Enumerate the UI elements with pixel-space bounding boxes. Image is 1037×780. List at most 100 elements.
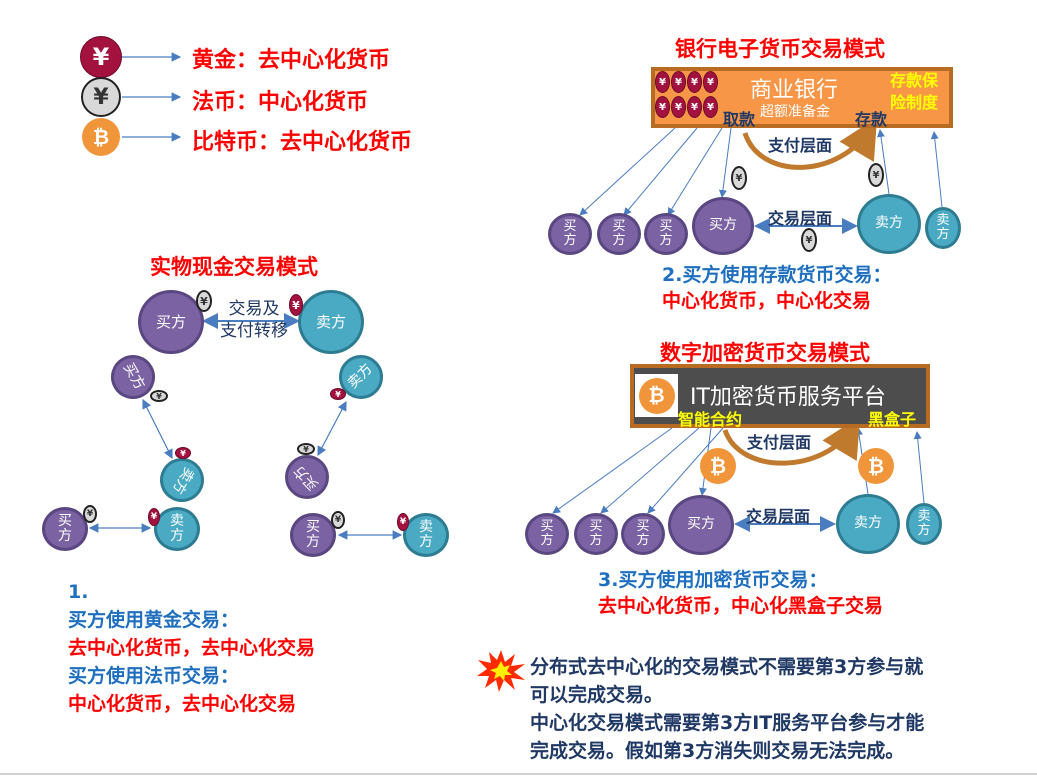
- node-label: 买方: [306, 518, 320, 550]
- node-label: 卖方: [875, 215, 903, 232]
- gold-yuan-coin-icon: ¥: [175, 447, 191, 459]
- crypto-buyer-node: 买方: [668, 495, 734, 555]
- note-line: 去中心化货币，中心化黑盒子交易: [598, 595, 884, 617]
- fiat-yuan-coin-icon: ¥: [150, 390, 168, 402]
- fiat-yuan-coin-icon: ¥: [81, 77, 121, 117]
- summary-line: 中心化交易模式需要第3方IT服务平台参与才能: [530, 712, 925, 734]
- trade-layer-label: 交易层面: [768, 209, 833, 228]
- node-label: 卖方: [854, 515, 882, 532]
- excess-reserve-label: 超额准备金: [760, 104, 830, 120]
- crypto-mode-note: 3.买方使用加密货币交易： 去中心化货币，中心化黑盒子交易: [598, 567, 883, 619]
- bank-name: 商业银行: [750, 78, 839, 103]
- legend-gold-label: 黄金：去中心化货币: [192, 48, 391, 73]
- node-label: 买方: [290, 461, 323, 494]
- bank-mode-note: 2.买方使用存款货币交易： 中心化货币，中心化交易: [662, 262, 891, 314]
- cash-left-arrow: [142, 398, 173, 460]
- payment-layer-label: 支付层面: [768, 136, 833, 155]
- note-line: 3.买方使用加密货币交易：: [598, 569, 828, 591]
- note-line: 去中心化货币，去中心化交易: [68, 637, 316, 659]
- fiat-yuan-coin-icon: ¥: [83, 505, 97, 523]
- cash-right-arrow: [317, 400, 347, 457]
- note-line: 买方使用法币交易：: [68, 665, 240, 687]
- node-label: 卖方: [168, 464, 197, 497]
- crypto-buyer-node-small: 买方: [525, 513, 569, 555]
- node-label: 买方: [155, 312, 186, 331]
- cash-seller-node: 卖方: [298, 290, 364, 354]
- node-label: 买方: [58, 512, 72, 544]
- cash-buyer-node-small: 买方: [290, 513, 336, 557]
- black-box-label: 黑盒子: [868, 410, 917, 429]
- node-label: 买方: [709, 217, 737, 234]
- withdraw-label: 取款: [723, 110, 756, 129]
- node-label: 买方: [119, 360, 148, 393]
- node-label: 买方: [589, 518, 603, 548]
- node-label: 买方: [636, 518, 650, 548]
- fiat-yuan-coin-icon: ¥: [297, 443, 315, 455]
- gold-yuan-coin-icon: ¥: [397, 513, 409, 531]
- bank-buyer-node-small: 买方: [644, 213, 688, 255]
- node-label: 卖方: [936, 212, 950, 242]
- legend-fiat-label: 法币：中心化货币: [192, 90, 369, 115]
- crypto-platform-box: [630, 364, 930, 428]
- node-label: 买方: [540, 518, 554, 548]
- node-label: 卖方: [170, 512, 184, 544]
- cash-seller-node-small: 卖方: [154, 507, 200, 551]
- deposit-label: 存款: [855, 110, 888, 129]
- gold-yuan-coin-icon: ¥: [289, 294, 303, 316]
- fiat-yuan-coin-icon: ¥: [868, 163, 884, 187]
- smart-contract-label: 智能合约: [678, 410, 743, 429]
- bank-buyer-node-small: 买方: [597, 213, 641, 255]
- summary-line: 分布式去中心化的交易模式不需要第3方参与就: [530, 656, 924, 678]
- gold-yuan-coin-icon: ¥: [330, 388, 346, 400]
- node-label: 卖方: [917, 508, 931, 538]
- bank-mode-title: 银行电子货币交易模式: [675, 37, 885, 61]
- fiat-yuan-coin-icon: ¥: [196, 290, 212, 312]
- gold-yuan-coin-icon: ¥: [80, 36, 122, 78]
- crypto-seller-node: 卖方: [836, 494, 900, 554]
- crypto-buyer-node-small: 买方: [621, 513, 665, 555]
- note-line: 买方使用黄金交易：: [68, 609, 240, 631]
- transfer-line1: 交易及: [228, 299, 280, 319]
- trade-layer-label: 交易层面: [746, 507, 811, 526]
- platform-name: IT加密货币服务平台: [690, 385, 886, 410]
- deposit-insurance-label: 存款保 险制度: [890, 70, 938, 114]
- bank-seller-node: 卖方: [857, 194, 921, 254]
- crypto-mode-title: 数字加密货币交易模式: [660, 341, 870, 365]
- payment-layer-label: 支付层面: [747, 433, 812, 452]
- note-line: 中心化货币，去中心化交易: [68, 693, 297, 715]
- fiat-yuan-coin-icon: ¥: [331, 511, 345, 529]
- cash-seller-node-small: 卖方: [403, 513, 449, 557]
- gold-yuan-coin-icon: ¥: [148, 508, 160, 526]
- explosion-star-icon: [477, 650, 525, 692]
- bank-buyer-node-small: 买方: [548, 213, 592, 255]
- node-label: 卖方: [344, 360, 377, 393]
- node-label: 买方: [563, 218, 577, 248]
- cash-transfer-label: 交易及 支付转移: [210, 298, 298, 342]
- bitcoin-logo-icon: ₿: [635, 374, 678, 417]
- node-label: 买方: [687, 516, 715, 533]
- bitcoin-coin-icon: ₿: [700, 448, 736, 484]
- bitcoin-coin-icon: ₿: [858, 448, 894, 484]
- summary-text: 分布式去中心化的交易模式不需要第3方参与就 可以完成交易。 中心化交易模式需要第…: [530, 653, 924, 765]
- note-number: 1.: [68, 581, 89, 603]
- bitcoin-coin-icon: ₿: [82, 118, 120, 156]
- crypto-seller-node-small: 卖方: [906, 503, 942, 545]
- footer-divider: [0, 773, 1037, 775]
- fiat-yuan-coin-icon: ¥: [801, 228, 817, 252]
- node-label: 买方: [659, 218, 673, 248]
- gold-coin-stack-icon: ¥ ¥ ¥ ¥ ¥ ¥ ¥ ¥: [655, 71, 719, 119]
- node-label: 卖方: [419, 518, 433, 550]
- node-label: 买方: [612, 218, 626, 248]
- note-line: 中心化货币，中心化交易: [662, 290, 872, 312]
- crypto-buyer-node-small: 买方: [574, 513, 618, 555]
- insurance-line1: 存款保: [890, 71, 939, 90]
- cash-mode-title: 实物现金交易模式: [150, 255, 318, 279]
- note-line: 2.买方使用存款货币交易：: [662, 264, 892, 286]
- cash-buyer-node-small: 买方: [42, 507, 88, 551]
- transfer-line2: 支付转移: [220, 321, 288, 341]
- bank-seller-node-small: 卖方: [925, 207, 961, 249]
- summary-line: 可以完成交易。: [530, 684, 664, 706]
- bank-buyer-node: 买方: [692, 197, 754, 255]
- cash-buyer-node: 买方: [138, 290, 204, 354]
